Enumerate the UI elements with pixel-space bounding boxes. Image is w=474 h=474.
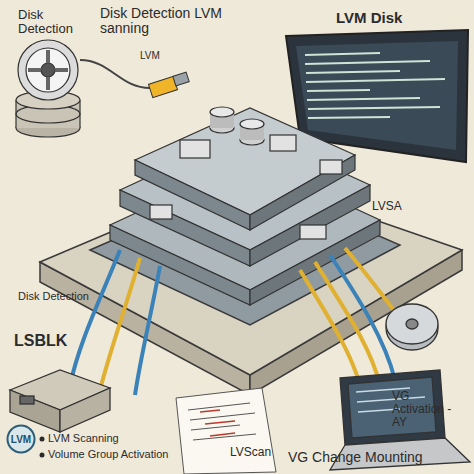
mount-disc-part [386, 304, 438, 344]
server-boards-part [270, 135, 296, 151]
usb-cable-part [173, 72, 189, 86]
label-text: LVSA [372, 200, 402, 213]
label-text: Volume Group Activation [48, 448, 168, 460]
mount-disc-part [406, 319, 418, 329]
bullet-dots-part [40, 437, 45, 442]
bullet-dots-part [40, 453, 45, 458]
terminal-monitor-part-part [306, 71, 400, 73]
label-text: Disk Detection LVM sanning [100, 6, 265, 37]
laptop-part-part [357, 397, 425, 402]
label-text: Disk Detection [18, 8, 90, 37]
cables-part [135, 266, 160, 395]
server-boards-part [180, 140, 210, 158]
lvm-badge: LVM [6, 424, 36, 454]
terminal-monitor-part-part [307, 90, 370, 91]
terminal-monitor-part-part [305, 61, 430, 64]
document-sheet-part [190, 413, 255, 420]
document-sheet-part [200, 410, 235, 436]
terminal-monitor-part-part [308, 117, 390, 118]
cables [70, 248, 410, 395]
terminal-monitor-part [305, 53, 445, 118]
disk-stack-part [41, 63, 55, 77]
storage-device [10, 370, 110, 432]
disk-stack-part [18, 40, 78, 100]
mount-disc [386, 304, 438, 350]
cables-part [100, 258, 140, 390]
cables-part [330, 255, 395, 380]
terminal-monitor-part-part [307, 98, 420, 100]
bullet-dots [40, 437, 45, 458]
label-text: LVM Disk [336, 10, 402, 27]
label-text: VG Change Mounting [288, 450, 423, 465]
badge-text: LVM [6, 424, 36, 454]
label-text: LVM [140, 50, 160, 61]
disk-stack-part [26, 48, 70, 92]
server-boards-part [210, 107, 234, 117]
usb-cable-part [148, 76, 177, 97]
label-text: LSBLK [14, 332, 67, 350]
document-sheet-part [188, 403, 250, 410]
terminal-monitor-part [296, 41, 458, 150]
document-sheet-part [176, 388, 276, 474]
document-sheet [176, 388, 276, 474]
usb-cable-part [80, 60, 150, 88]
server-boards [110, 107, 380, 305]
label-text: LVScan [230, 446, 271, 459]
server-boards-part [240, 119, 264, 129]
usb-cable [80, 60, 189, 98]
server-boards-part [320, 160, 342, 174]
label-text: VG Activation -AY [392, 390, 456, 430]
disk-stack [16, 40, 80, 137]
label-text: LVM Scanning [48, 432, 119, 444]
storage-device-part [60, 388, 110, 432]
server-boards-part [135, 108, 355, 215]
terminal-monitor-part-part [305, 53, 380, 55]
terminal-monitor-part-part [306, 79, 445, 82]
server-boards-part [135, 160, 250, 230]
server-boards-part [300, 225, 326, 239]
server-boards-part [250, 155, 355, 230]
terminal-monitor-part-part [308, 107, 440, 109]
server-boards-part [150, 205, 172, 219]
disk-stack-part [28, 50, 68, 90]
cables-part [70, 250, 120, 385]
label-text: Disk Detection [18, 290, 89, 302]
document-sheet-part [191, 425, 240, 430]
storage-device-part [20, 396, 34, 404]
